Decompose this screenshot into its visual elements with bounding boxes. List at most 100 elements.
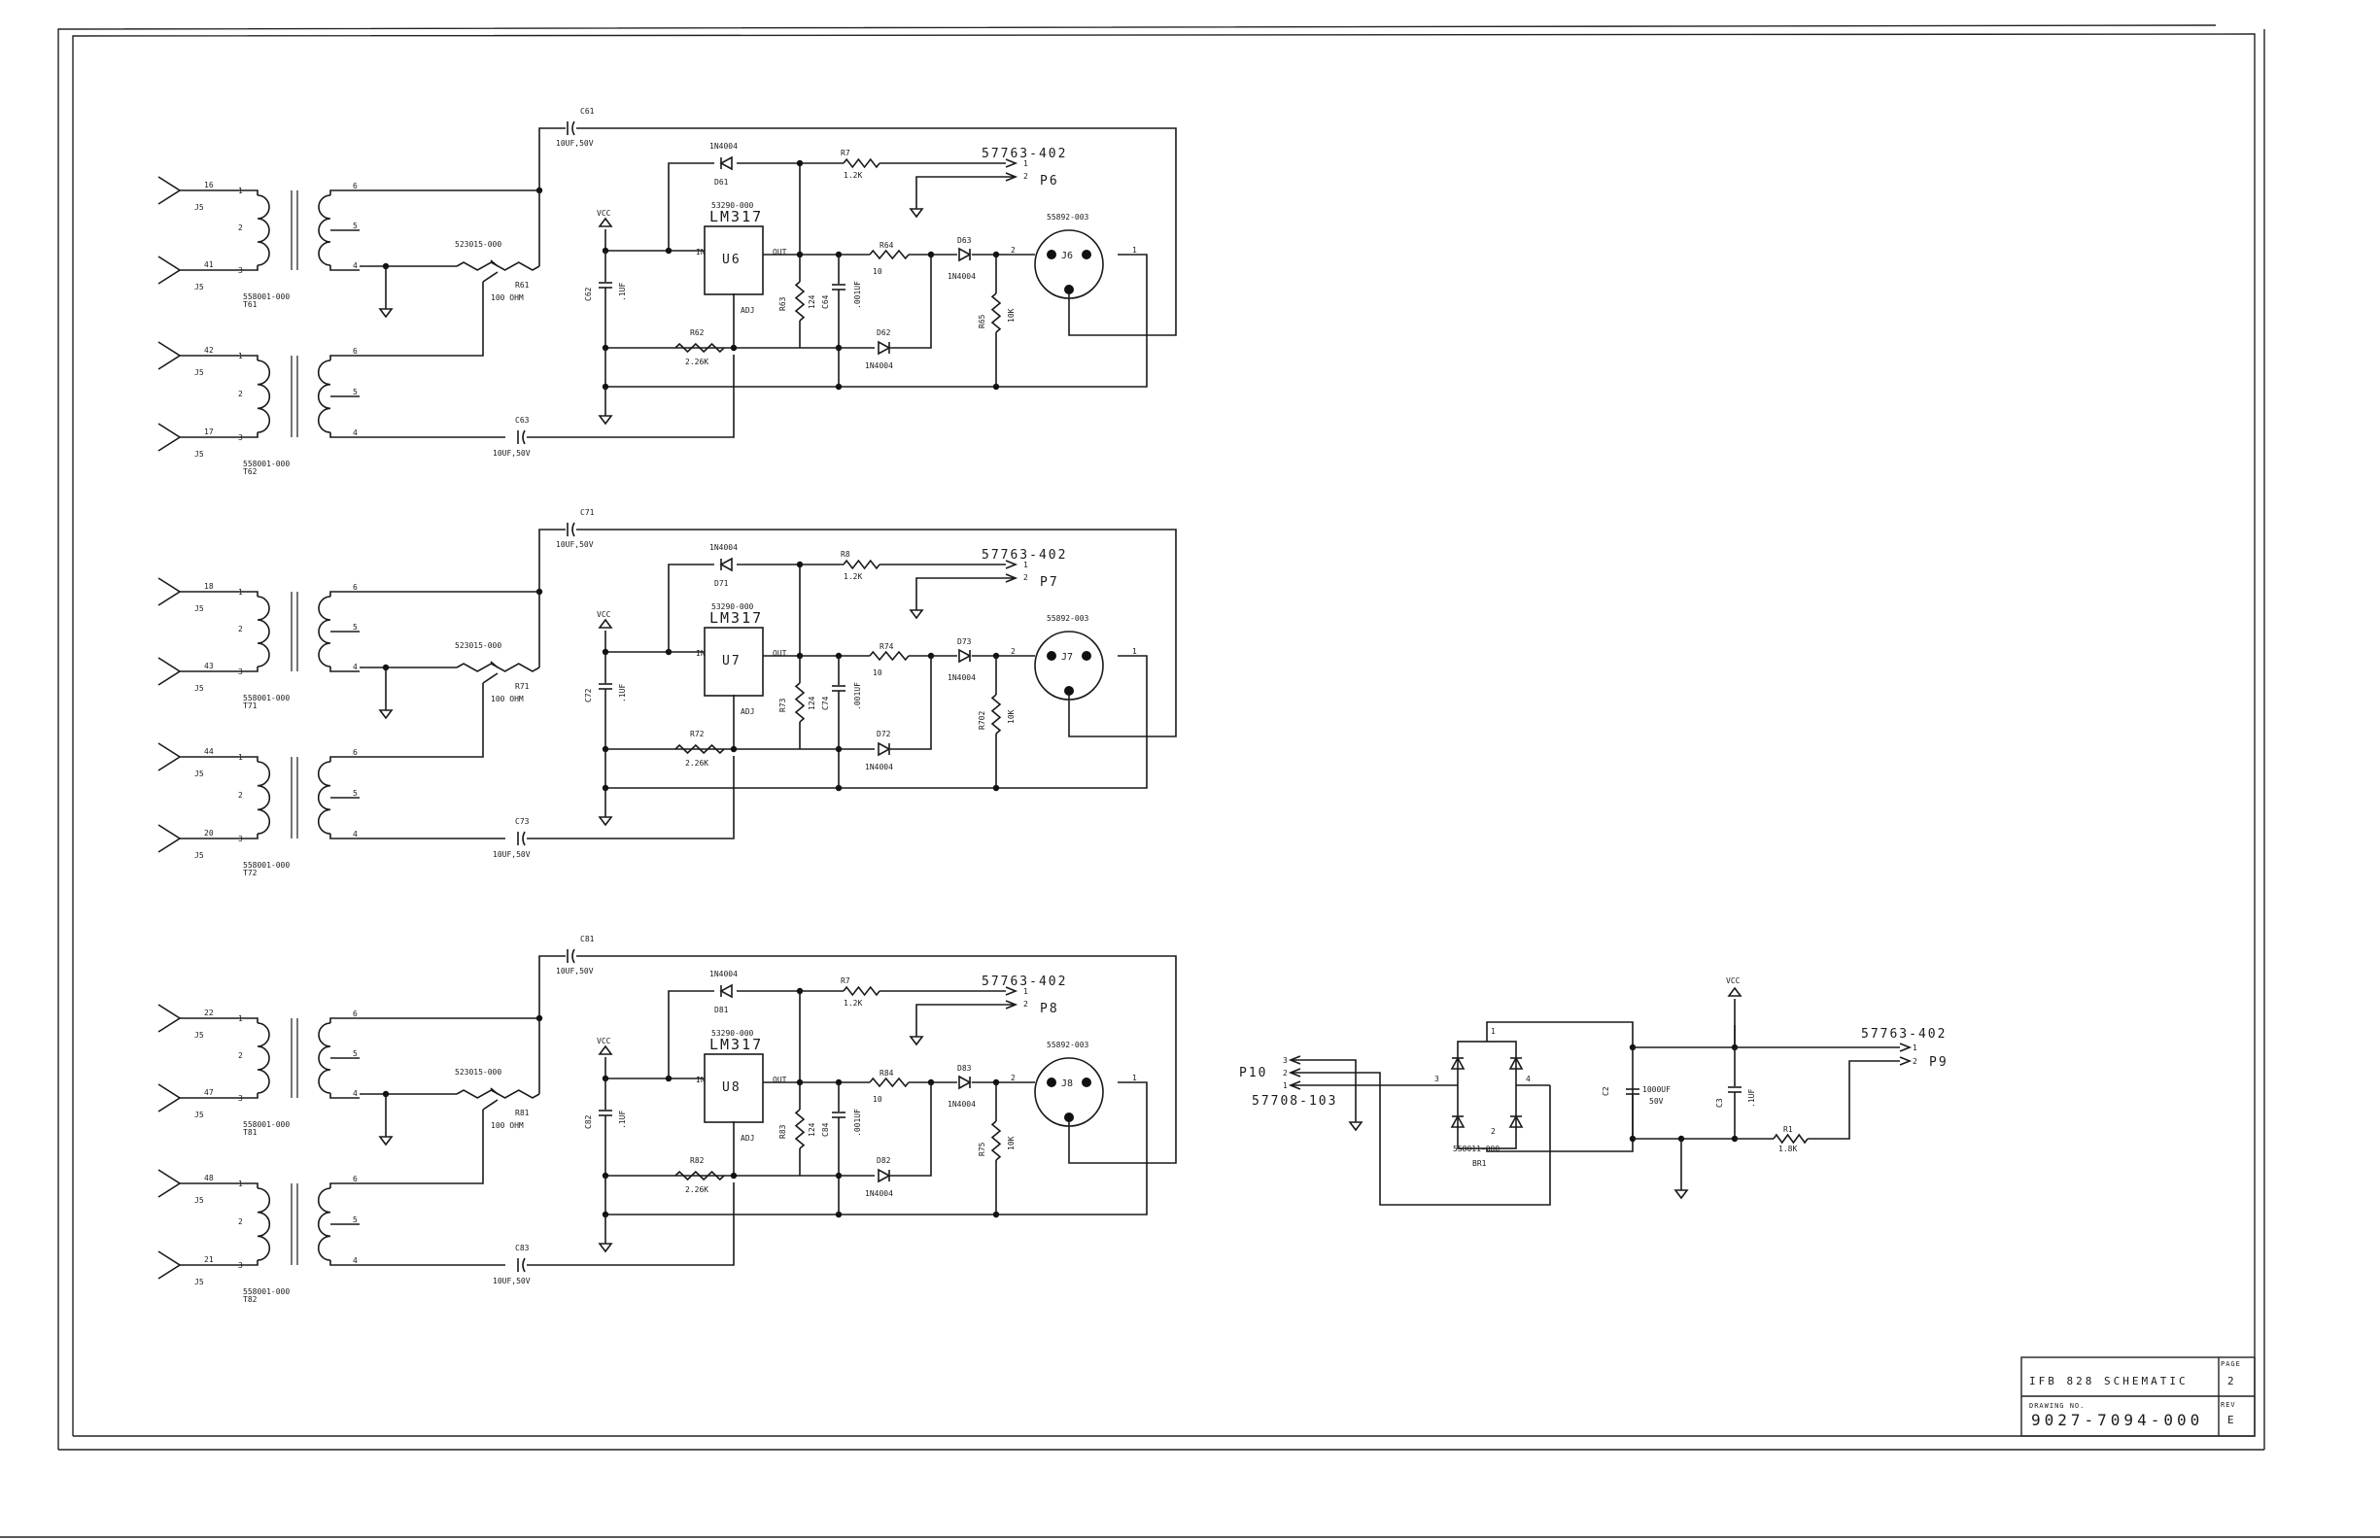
wire [329, 834, 360, 839]
resistor-symbol [990, 1120, 1002, 1161]
cap-out-ref: C84 [821, 1122, 830, 1137]
pot-part-number: 523015-000 [455, 1068, 501, 1077]
transformer-coil [257, 359, 271, 433]
res-ser-ref: R84 [880, 1069, 894, 1078]
regulator-pin-adj: ADJ [741, 707, 754, 716]
diode-out-ref: D63 [957, 236, 972, 245]
pot-ref: R81 [515, 1109, 530, 1117]
pot-value: 100 OHM [491, 293, 524, 302]
rev-label: REV [2221, 1401, 2236, 1409]
input-pin-chevron [157, 256, 182, 285]
cap-out-ref: C64 [821, 294, 830, 309]
bridge-body [1457, 1041, 1517, 1149]
diode-out-ref: D73 [957, 637, 972, 646]
drawing-title: IFB 828 SCHEMATIC [2029, 1375, 2189, 1387]
cap-bot-value: 10UF,50V [493, 1277, 531, 1285]
resistor-symbol [990, 292, 1002, 333]
pot-wiper [482, 1099, 499, 1111]
res-out-value: 124 [808, 696, 816, 710]
input-pin-number: 43 [204, 662, 214, 670]
input-jack-label: J5 [194, 1031, 204, 1040]
xlr-pin-number: 2 [1011, 1074, 1016, 1082]
diode-symbol [958, 648, 972, 664]
wire [329, 1182, 360, 1188]
cap-top-ref: C81 [580, 935, 595, 943]
wire [329, 355, 360, 360]
wire [360, 1110, 484, 1184]
input-pin-number: 20 [204, 829, 214, 838]
input-pin-number: 22 [204, 1009, 214, 1017]
resistor-symbol [794, 1109, 806, 1149]
pin-number: 3 [238, 667, 243, 676]
wire [243, 432, 259, 438]
transformer-part-number: 558001-000 [243, 292, 290, 301]
xlr-pin [1064, 686, 1074, 696]
transformer-ref: T81 [243, 1128, 258, 1137]
transformer-coil [257, 194, 270, 266]
transformer-ref: T62 [243, 467, 258, 476]
xlr-jack-ref: J7 [1061, 652, 1073, 663]
wire [668, 564, 714, 652]
cap-dec-value: .1UF [1747, 1089, 1756, 1108]
cap-out-ref: C74 [821, 696, 830, 710]
input-pin-number: 47 [204, 1088, 214, 1097]
header-arrow [1899, 1056, 1913, 1066]
input-pin-number: 16 [204, 181, 214, 189]
res-out-ref: R83 [778, 1124, 787, 1139]
capacitor-plate [522, 831, 526, 846]
resistor-symbol [456, 261, 540, 271]
resistor-symbol [456, 663, 540, 672]
capacitor-plate [522, 429, 526, 445]
ground-symbol [909, 609, 924, 620]
junction-dot [992, 652, 1000, 660]
regulator-pin-out: OUT [773, 649, 787, 658]
pin-number: 1 [238, 187, 243, 195]
cap-bot-ref: C73 [515, 817, 530, 826]
transformer-part-number: 558001-000 [243, 1120, 290, 1129]
pin-number: 6 [353, 347, 358, 356]
res-load-ref: R75 [978, 1142, 986, 1156]
pot-part-number: 523015-000 [455, 641, 501, 650]
xlr-pin [1082, 1078, 1091, 1087]
wire [890, 1082, 932, 1177]
bridge-part-number: 558011-000 [1453, 1145, 1500, 1153]
wire [538, 529, 566, 592]
input-jack-label: J5 [194, 684, 204, 693]
ground-symbol [378, 709, 394, 720]
transformer-coil [317, 1187, 331, 1261]
regulator-pin-out: OUT [773, 1076, 787, 1084]
resistor-symbol [869, 1077, 910, 1088]
input-pin-chevron [157, 176, 182, 205]
regulator-pin-adj: ADJ [741, 306, 754, 315]
diode-top-ref: D61 [714, 178, 729, 187]
wire [243, 667, 259, 672]
wire [890, 656, 932, 750]
pin-number: 5 [353, 1049, 358, 1058]
resistor-symbol [674, 743, 725, 755]
wire [604, 1081, 1148, 1215]
connector-arrow [1288, 1080, 1301, 1090]
wire [329, 189, 360, 195]
capacitor-plate [571, 120, 575, 136]
regulator-ref: U6 [722, 253, 742, 267]
res-load-ref: R65 [978, 314, 986, 328]
input-jack-label: J5 [194, 851, 204, 860]
pin-number: 3 [238, 835, 243, 843]
input-jack-label: J5 [194, 450, 204, 459]
header-pin: 1 [1023, 561, 1028, 569]
vcc-label: VCC [597, 610, 611, 619]
pin-number: 2 [238, 390, 243, 398]
xlr-pin [1082, 651, 1091, 661]
input-pin-chevron [157, 1004, 182, 1033]
wire [527, 1182, 735, 1266]
pot-wiper [482, 271, 499, 283]
wire [243, 355, 259, 360]
res-adj-value: 2.26K [685, 759, 708, 768]
input-pin-chevron [157, 657, 182, 686]
transformer-part-number: 558001-000 [243, 460, 290, 468]
xlr-pin-number: 1 [1132, 647, 1137, 656]
pin-number: 5 [353, 388, 358, 396]
regulator-type: LM317 [709, 208, 763, 225]
